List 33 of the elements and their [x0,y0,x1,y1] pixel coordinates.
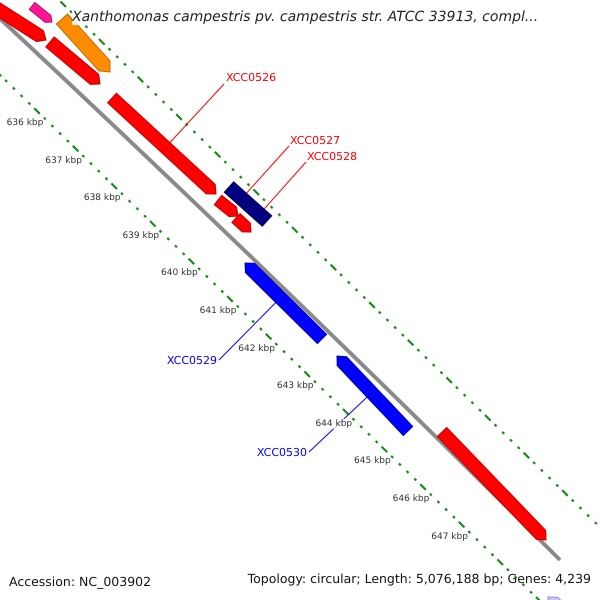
gene-label: XCC0527 [290,135,340,148]
leader-line [218,302,276,360]
gene-label: XCC0530 [256,447,307,460]
gene-bar [0,2,47,42]
gene-bar [224,181,254,211]
scale-label: 643 kbp [276,381,314,392]
scale-label: 642 kbp [238,343,275,354]
gene-bar [214,194,239,218]
scale-label: 637 kbp [45,155,82,166]
scale-label: 640 kbp [161,268,198,279]
gene-label: XCC0526 [226,72,276,85]
scale-label: 641 kbp [200,306,236,316]
gene-bar [336,355,414,436]
gene-bar [106,92,217,194]
scale-label: 639 kbp [122,230,160,241]
gene-label: XCC0529 [166,355,217,368]
scale-label: 645 kbp [354,456,391,467]
scale-label: 638 kbp [84,193,121,204]
leader-line [169,84,224,144]
leader-line [246,146,290,194]
summary-text: Topology: circular; Length: 5,076,188 bp; Genes: 4,239 [248,572,591,586]
gene-bar [28,2,53,23]
scale-label: 644 kbp [315,418,352,429]
title: Xanthomonas campestris pv. campestris str. ATCC 33913, compl... [72,9,538,26]
gene-bar [244,199,272,227]
scale-label: 646 kbp [392,494,430,504]
accession-text: Accession: NC_003902 [9,575,152,590]
scale-label: 636 kbp [6,118,44,128]
gene-label: XCC0528 [307,151,358,164]
leader-line [264,162,306,210]
gene-bar [244,262,328,344]
scale-label: 647 kbp [431,531,468,542]
gene-bar [45,36,101,85]
